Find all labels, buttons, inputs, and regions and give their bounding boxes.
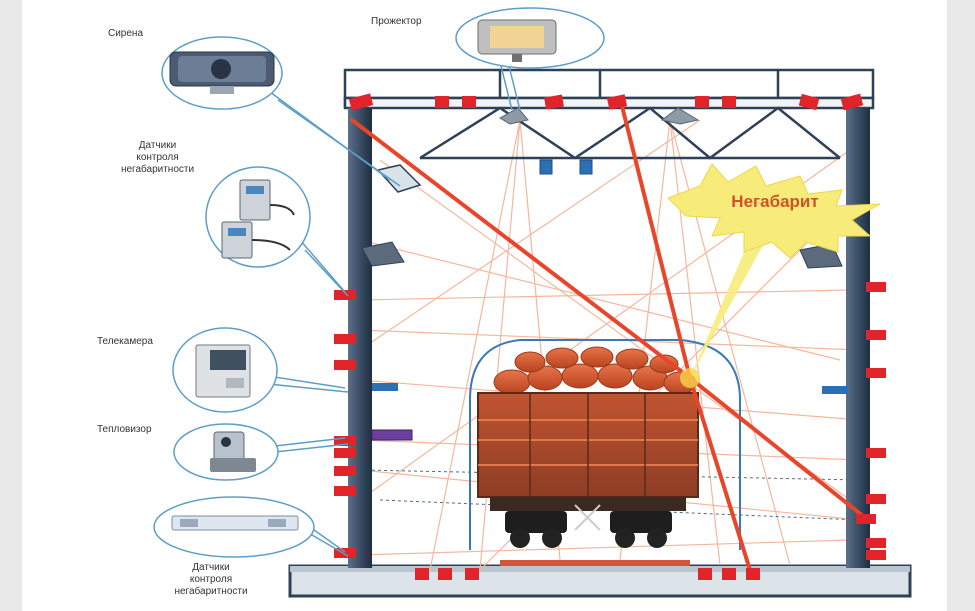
sensor-marker — [722, 568, 736, 580]
sensors-bottom-label: Датчики контроля негабаритности — [174, 562, 248, 597]
wagon-logs — [493, 346, 697, 395]
sensor-marker — [462, 96, 476, 108]
sensor-marker — [334, 548, 356, 558]
oversize-burst: Негабарит — [667, 163, 881, 388]
projector-label: Прожектор — [371, 16, 422, 27]
siren-icon — [169, 51, 275, 94]
sensor-marker — [606, 94, 628, 110]
projector-icon — [477, 19, 557, 62]
base-platform — [288, 564, 912, 598]
linear-sensor-icon — [171, 515, 299, 531]
sensor-marker — [866, 368, 886, 378]
sensor-marker — [866, 494, 886, 504]
sensor-marker — [334, 290, 356, 300]
sensor-device-icon — [221, 179, 295, 259]
sensor-marker — [722, 96, 736, 108]
sensor-marker — [856, 514, 876, 524]
truss-lamps — [499, 107, 700, 175]
laser-beams — [350, 96, 870, 572]
sensor-marker — [746, 568, 760, 580]
sensor-marker — [415, 568, 429, 580]
sensor-marker — [866, 282, 886, 292]
top-truss — [343, 68, 875, 160]
sensors — [334, 93, 886, 580]
camera-icon — [195, 344, 251, 398]
sensor-marker — [544, 94, 564, 110]
thermal-label: Тепловизор — [97, 424, 152, 435]
sensor-marker — [465, 568, 479, 580]
sensor-marker — [866, 538, 886, 548]
sensor-marker — [866, 448, 886, 458]
thermal-imager-icon — [210, 431, 256, 472]
sensor-marker — [698, 568, 712, 580]
sensor-marker — [334, 486, 356, 496]
sensor-marker — [334, 334, 356, 344]
sensor-marker — [334, 360, 356, 370]
siren-label: Сирена — [108, 28, 144, 39]
oversize-label: Негабарит — [731, 192, 818, 211]
sensor-marker — [866, 550, 886, 560]
wagon — [477, 346, 699, 566]
sensor-marker — [334, 436, 356, 446]
camera-label: Телекамера — [97, 336, 153, 347]
sensor-marker — [334, 448, 356, 458]
sensors-top-label: Датчики контроля негабаритности — [120, 140, 195, 175]
sensor-marker — [348, 93, 374, 111]
sensor-marker — [866, 330, 886, 340]
sensor-marker — [798, 93, 820, 111]
sensor-marker — [695, 96, 709, 108]
sensor-marker — [840, 93, 864, 111]
sensor-marker — [438, 568, 452, 580]
sensor-marker — [334, 466, 356, 476]
sensor-marker — [435, 96, 449, 108]
